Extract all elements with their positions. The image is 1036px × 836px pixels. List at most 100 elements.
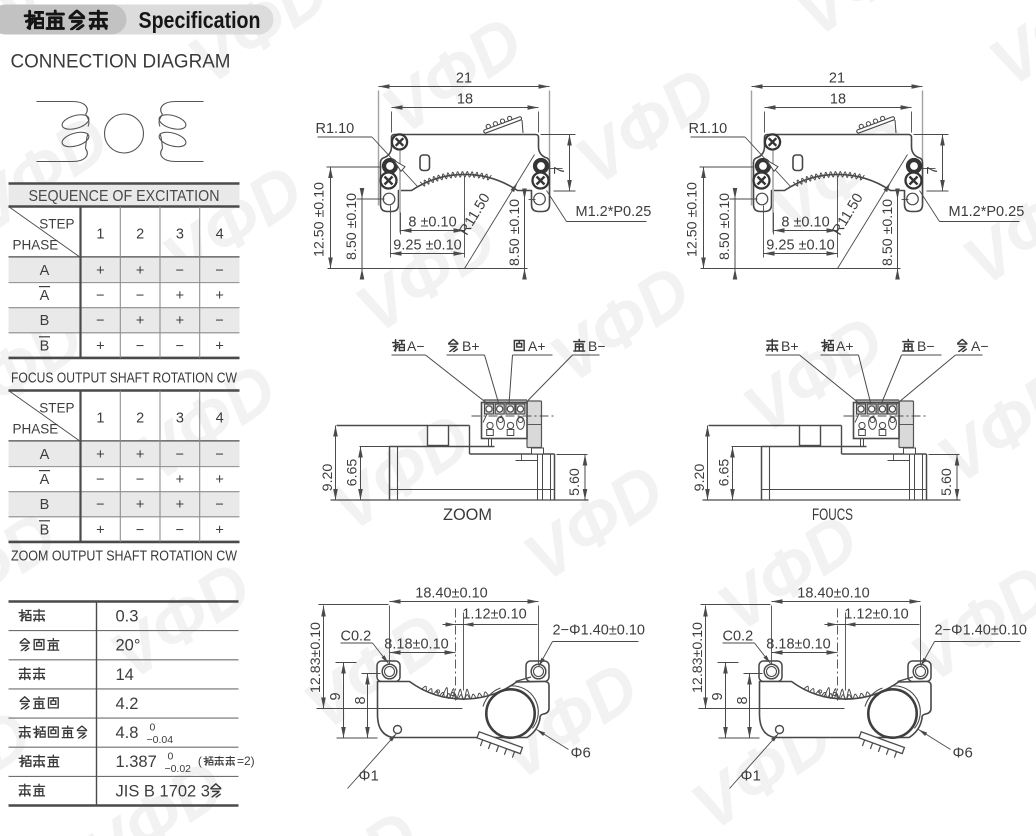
svg-text:PHASE: PHASE [13,238,59,253]
svg-text:−: − [176,447,184,463]
svg-text:+: + [215,338,223,354]
svg-text:1.387: 1.387 [116,753,157,771]
svg-text:+: + [136,497,144,513]
svg-text:18.40±0.10: 18.40±0.10 [415,586,487,602]
svg-text:=2): =2) [237,754,255,768]
svg-text:A: A [40,447,50,463]
svg-text:+: + [215,288,223,304]
svg-text:CONNECTION DIAGRAM: CONNECTION DIAGRAM [11,51,231,73]
svg-text:−: − [215,263,223,279]
svg-text:8.50 ±0.10: 8.50 ±0.10 [507,199,523,266]
svg-text:0: 0 [149,722,155,734]
svg-text:4.8: 4.8 [116,724,139,742]
svg-text:−: − [176,338,184,354]
svg-text:12.50 ±0.10: 12.50 ±0.10 [312,182,328,257]
svg-text:C0.2: C0.2 [341,629,372,645]
svg-text:1: 1 [96,227,104,243]
svg-text:B: B [40,313,50,329]
svg-text:A: A [40,288,50,304]
svg-text:−: − [215,313,223,329]
svg-text:PHASE: PHASE [13,422,59,437]
svg-text:4: 4 [216,227,224,243]
svg-text:2: 2 [136,227,144,243]
svg-text:+: + [176,313,184,329]
svg-text:18: 18 [457,92,473,108]
svg-text:+: + [176,288,184,304]
svg-text:8.50 ±0.10: 8.50 ±0.10 [344,193,360,260]
svg-text:−: − [136,288,144,304]
svg-text:M1.2*P0.25: M1.2*P0.25 [576,204,652,220]
svg-text:5.60: 5.60 [567,468,583,496]
svg-text:B+: B+ [781,338,799,354]
svg-text:1: 1 [96,411,104,427]
svg-text:2−Φ1.40±0.10: 2−Φ1.40±0.10 [553,623,646,639]
svg-text:−: − [96,313,104,329]
svg-text:A: A [40,472,50,488]
svg-text:FOUCS: FOUCS [812,506,853,524]
svg-text:STEP: STEP [39,401,74,416]
svg-text:ZOOM: ZOOM [443,506,492,524]
svg-text:12.83±0.10: 12.83±0.10 [308,622,324,693]
svg-text:B: B [40,338,50,354]
svg-text:1.12±0.10: 1.12±0.10 [462,607,526,623]
svg-text:+: + [96,447,104,463]
svg-text:0: 0 [167,751,173,763]
svg-text:(: ( [198,754,202,768]
svg-text:+: + [215,522,223,538]
svg-text:2: 2 [136,411,144,427]
svg-text:FOCUS OUTPUT SHAFT ROTATION CW: FOCUS OUTPUT SHAFT ROTATION CW [11,370,238,387]
svg-text:A−: A− [407,338,425,354]
svg-text:−: − [96,472,104,488]
svg-text:+: + [96,263,104,279]
svg-text:−: − [136,472,144,488]
svg-text:JIS B 1702 3: JIS B 1702 3 [116,782,210,800]
svg-text:Φ6: Φ6 [571,745,591,762]
svg-text:7: 7 [552,166,568,174]
svg-text:8.18±0.10: 8.18±0.10 [384,637,448,653]
svg-text:B−: B− [588,338,606,354]
svg-text:B: B [40,522,50,538]
svg-text:A: A [40,263,50,279]
svg-text:20°: 20° [116,637,141,655]
svg-text:+: + [96,522,104,538]
svg-text:B: B [40,497,50,513]
svg-text:6.65: 6.65 [345,459,361,487]
svg-text:Φ1: Φ1 [359,768,379,785]
svg-text:+: + [96,338,104,354]
svg-text:−0.04: −0.04 [146,734,173,746]
svg-text:3: 3 [176,227,184,243]
svg-text:9: 9 [328,692,344,700]
svg-text:−: − [215,447,223,463]
svg-text:3: 3 [176,411,184,427]
svg-text:A+: A+ [836,338,854,354]
svg-text:−: − [96,497,104,513]
svg-text:+: + [136,313,144,329]
svg-text:+: + [215,472,223,488]
svg-text:B+: B+ [462,338,480,354]
svg-text:−: − [176,263,184,279]
svg-text:8 ±0.10: 8 ±0.10 [408,215,456,231]
svg-text:−: − [136,522,144,538]
svg-text:A+: A+ [528,338,546,354]
svg-text:0.3: 0.3 [116,608,139,626]
svg-text:SEQUENCE OF EXCITATION: SEQUENCE OF EXCITATION [29,188,220,205]
svg-text:+: + [136,263,144,279]
svg-text:4.2: 4.2 [116,695,139,713]
svg-text:−: − [136,338,144,354]
svg-text:ZOOM OUTPUT SHAFT ROTATION CW: ZOOM OUTPUT SHAFT ROTATION CW [11,548,238,565]
svg-text:R1.10: R1.10 [316,121,355,137]
svg-text:9.25 ±0.10: 9.25 ±0.10 [393,238,461,254]
svg-text:14: 14 [116,666,134,684]
svg-text:Specification: Specification [139,7,261,33]
svg-text:21: 21 [456,71,472,87]
svg-text:+: + [176,497,184,513]
svg-text:8: 8 [353,696,369,704]
svg-text:9.20: 9.20 [320,464,336,492]
svg-text:B−: B− [917,338,935,354]
svg-text:−: − [96,288,104,304]
svg-text:+: + [176,472,184,488]
svg-text:STEP: STEP [39,217,74,232]
svg-text:A−: A− [971,338,989,354]
svg-text:−: − [176,522,184,538]
svg-text:4: 4 [216,411,224,427]
